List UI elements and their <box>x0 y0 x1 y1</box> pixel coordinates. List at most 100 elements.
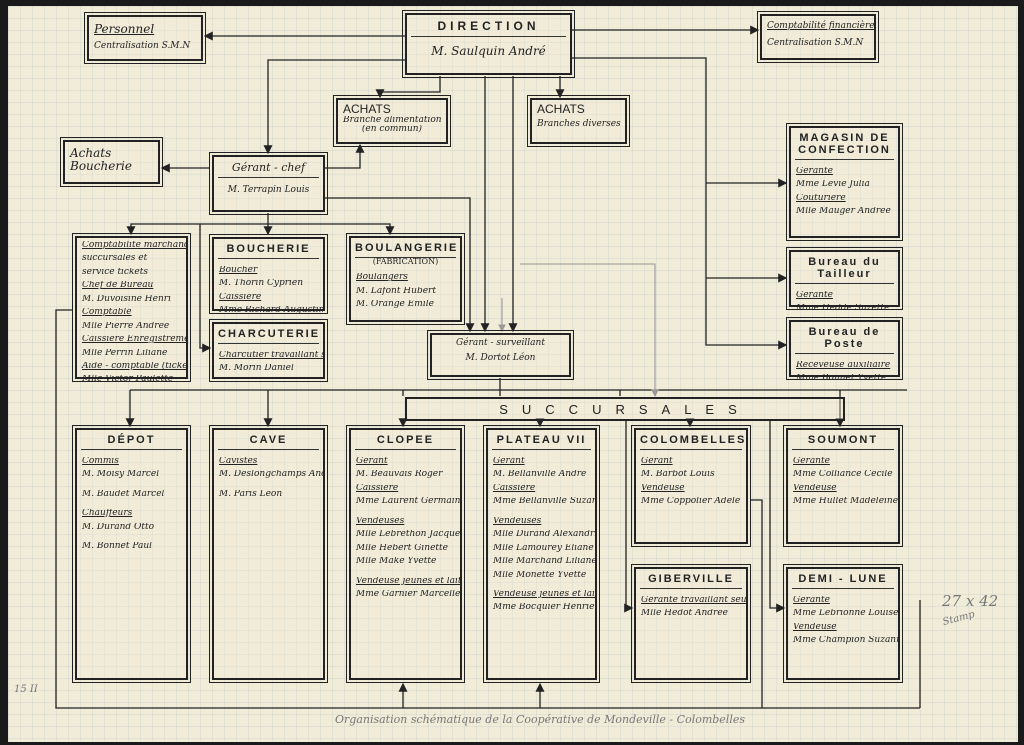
staff-line: Vendeuses <box>356 516 405 526</box>
demi-lune-title: DEMI - LUNE <box>792 573 894 589</box>
staff-line: Mlle Perrin Liliane <box>82 348 168 358</box>
corner-mark: 15 II <box>14 684 38 695</box>
staff-line: M. Duvoisine Henri <box>82 294 171 304</box>
staff-line: Mlle Pierre Andrée <box>82 321 170 331</box>
staff-line: Mlle Lebrethon Jacqueline <box>356 530 460 540</box>
succursales-bar: SUCCURSALES <box>405 397 845 421</box>
staff-line: M. Durand Otto <box>82 522 155 532</box>
staff-line: Vendeuses <box>493 516 542 526</box>
staff-line: Charcutier travaillant seul <box>219 351 323 360</box>
staff-line: Mme Laurent Germaine <box>356 497 460 507</box>
staff-line: Caissière Enregistrements <box>82 335 186 345</box>
staff-line: Mlle Lamourey Eliane <box>493 543 594 553</box>
staff-line: Mme Champion Suzanne <box>793 636 898 646</box>
staff-line: Mlle Durand Alexandrine <box>493 530 595 540</box>
staff-line: Mme Bonnet Yvette <box>796 374 887 384</box>
staff-line: Mme Levie Julia <box>796 180 870 190</box>
margin-note-size: 27 x 42 <box>942 592 999 610</box>
staff-line: Mme Colliance Cécile <box>793 470 893 480</box>
staff-line: M. Beauvais Roger <box>356 470 443 480</box>
staff-line: Aide - comptable (tickets) <box>82 361 186 371</box>
boulangerie-title: BOULANGERIE <box>355 242 456 258</box>
achats-boucherie-box: Achats Boucherie <box>60 137 163 187</box>
achats-boucherie-line1: Achats <box>70 146 112 160</box>
cave-title: CAVE <box>218 434 319 450</box>
staff-line: succursales et <box>82 254 148 264</box>
charcuterie-title: CHARCUTERIE <box>218 328 319 344</box>
staff-line: Mme Lebrionne Louise <box>793 609 898 619</box>
gerant-chef-title: Gérant - chef <box>218 161 319 178</box>
staff-line: Gérante <box>793 457 830 466</box>
staff-line: Vendeuse jeunes et lait <box>493 589 595 599</box>
staff-line: Gérant <box>641 457 673 466</box>
staff-line: Boulangers <box>356 273 408 283</box>
staff-line: M. Moisy Marcel <box>82 470 160 480</box>
achats-alimentation-line1: Branche alimentation <box>343 115 442 125</box>
personnel-line2: Centralisation S.M.N <box>94 40 191 51</box>
direction-name: M. Saulquin André <box>431 44 546 58</box>
staff-line: Mlle Mauger Andrée <box>796 207 891 217</box>
achats-boucherie-line2: Boucherie <box>70 159 132 173</box>
staff-line: Couturière <box>796 193 846 203</box>
staff-line: Gérante <box>796 167 833 176</box>
staff-line: Mlle Hébert Ginette <box>356 543 448 553</box>
gerant-chef-name: M. Terrapin Louis <box>227 185 310 195</box>
staff-line: Mlle Hédot Andrée <box>641 609 729 619</box>
staff-line: Commis <box>82 457 119 466</box>
staff-line: service tickets <box>82 267 148 277</box>
bureau-tailleur-title: Bureau du Tailleur <box>795 256 894 284</box>
achats-alimentation-box: ACHATS Branche alimentation (en commun) <box>333 95 451 147</box>
staff-line: Caissière <box>493 483 536 493</box>
staff-line: Mme Richard Augustine <box>219 306 323 316</box>
staff-line: Gérante <box>793 596 830 605</box>
comptabilite-line1: Comptabilité financière <box>767 21 874 31</box>
boucherie-title: BOUCHERIE <box>218 243 319 259</box>
staff-line: Vendeuse <box>641 483 685 493</box>
staff-line: Vendeuse <box>793 483 837 493</box>
boulangerie-subtitle: (FABRICATION) <box>372 258 439 266</box>
direction-title: DIRECTION <box>411 19 566 37</box>
clopee-title: CLOPEE <box>355 434 456 450</box>
gerant-surveillant-title: Gérant - surveillant <box>456 338 545 348</box>
personnel-box: Personnel Centralisation S.M.N <box>84 12 206 64</box>
staff-line: Mlle Monette Yvette <box>493 570 587 580</box>
staff-line: Caissière <box>356 483 399 493</box>
staff-line: Comptabilité marchandises <box>82 241 186 250</box>
staff-line: M. Lafont Hubert <box>356 286 436 296</box>
staff-line: M. Bonnet Paul <box>82 542 153 552</box>
staff-line: Mme Hédde Suzette <box>796 304 890 314</box>
staff-line: M. Deslongchamps André <box>219 470 323 480</box>
bureau-poste-title: Bureau de Poste <box>795 326 894 354</box>
personnel-line1: Personnel <box>94 22 155 36</box>
achats-divers-title: ACHATS <box>537 102 585 116</box>
staff-line: M. Paris Léon <box>219 489 283 499</box>
gerant-chef-box: Gérant - chef M. Terrapin Louis <box>209 152 328 215</box>
giberville-title: GIBERVILLE <box>640 573 742 589</box>
achats-divers-line1: Branches diverses <box>537 118 621 129</box>
staff-line: Gérante travaillant seule <box>641 596 746 605</box>
staff-line: Gérant <box>493 457 525 466</box>
bottom-caption: Organisation schématique de la Coopérati… <box>335 713 746 726</box>
staff-line: M. Barbot Louis <box>641 470 715 480</box>
depot-title: DÉPOT <box>81 434 182 450</box>
achats-alimentation-line2: (en commun) <box>361 125 423 135</box>
achats-alimentation-title: ACHATS <box>343 102 391 116</box>
achats-divers-box: ACHATS Branches diverses <box>527 95 630 147</box>
margin-note: 27 x 42 Stamp <box>942 592 999 628</box>
staff-line: Mlle Marchand Liliane <box>493 557 595 567</box>
soumont-title: SOUMONT <box>792 434 894 450</box>
staff-line: M. Bellanville André <box>493 470 587 480</box>
staff-line: Boucher <box>219 266 258 275</box>
staff-line: Mme Coppolier Adèle <box>641 497 741 507</box>
